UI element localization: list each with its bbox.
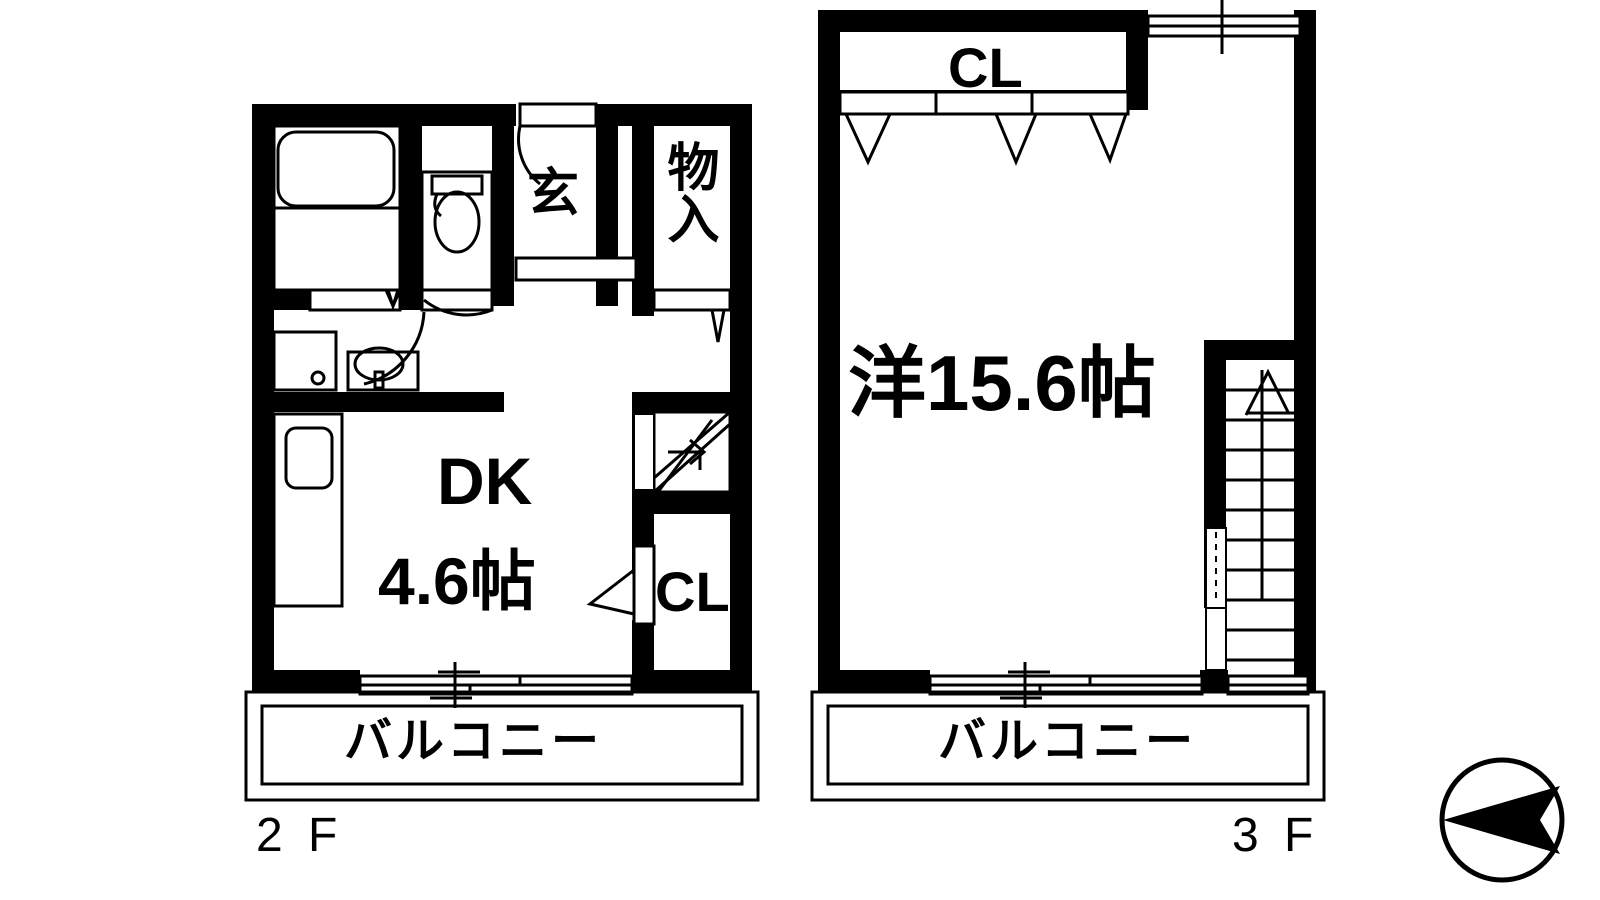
balcony-label-3f: バルコニー <box>938 715 1198 768</box>
floor-label-3f: 3 F <box>1232 809 1320 862</box>
dk-room-size: 4.6帖 <box>378 544 536 618</box>
sliding-window-bottom-3f <box>928 662 1310 708</box>
kitchen-sink-icon <box>272 412 344 608</box>
staircase-icon <box>652 410 732 494</box>
closet-label-3f: CL <box>948 36 1023 99</box>
western-room-label-3f: 洋15.6帖 <box>848 339 1156 427</box>
vanity-sink-icon <box>346 346 420 392</box>
entrance-label: 玄 <box>527 165 580 223</box>
toilet-icon <box>420 170 494 292</box>
toilet-door-icon <box>420 288 494 317</box>
washing-machine-icon <box>272 330 338 392</box>
stair-opening-icon <box>633 413 655 491</box>
closet-doors-3f <box>838 90 1130 166</box>
dk-room-name: DK <box>437 444 533 518</box>
balcony-3f <box>810 690 1326 802</box>
closet-label-2f: CL <box>655 560 730 623</box>
staircase-icon-3f <box>1226 368 1316 662</box>
north-arrow-icon <box>1439 757 1565 883</box>
closet-interior-3f <box>840 32 1126 90</box>
floor-3f-group <box>810 0 1326 802</box>
floor-2f-group <box>244 102 760 802</box>
storage-label: 物入 <box>659 140 718 244</box>
bath-door-icon <box>308 288 403 312</box>
stair-opening-3f <box>1205 527 1227 671</box>
entrance-step-icon <box>514 256 638 282</box>
balcony-2f <box>244 690 760 802</box>
entrance-door-swing-icon <box>517 125 541 186</box>
sliding-window-top-icon <box>1146 0 1302 54</box>
sliding-window-icon <box>358 662 634 708</box>
floor-label-2f: 2 F <box>256 809 344 862</box>
storage-door-icon <box>652 288 732 343</box>
bathtub-icon <box>272 124 402 292</box>
entrance-door-icon <box>518 102 598 128</box>
closet-door-icon <box>586 544 656 626</box>
balcony-label-2f: バルコニー <box>344 715 604 768</box>
